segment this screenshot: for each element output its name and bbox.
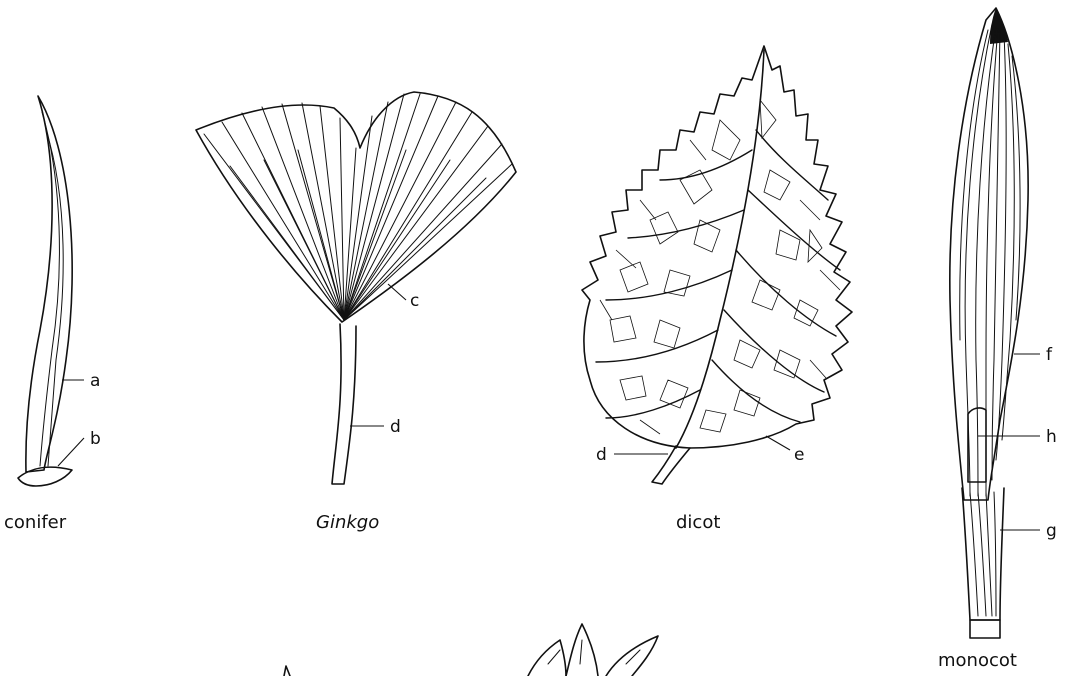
label-a: a bbox=[90, 371, 100, 391]
partial-leaf-bottom-center bbox=[528, 624, 658, 676]
label-b-leader bbox=[58, 438, 84, 466]
caption-conifer: conifer bbox=[4, 512, 67, 533]
dicot-leaf bbox=[582, 46, 852, 484]
label-e: e bbox=[794, 445, 804, 465]
label-c: c bbox=[410, 291, 419, 311]
caption-ginkgo: Ginkgo bbox=[316, 512, 379, 533]
label-e-leader bbox=[766, 436, 790, 450]
label-g: g bbox=[1046, 521, 1057, 541]
ginkgo-leaf bbox=[196, 92, 516, 484]
caption-dicot: dicot bbox=[676, 512, 720, 533]
label-d-dicot: d bbox=[596, 445, 607, 465]
label-f: f bbox=[1046, 345, 1053, 365]
caption-monocot: monocot bbox=[938, 650, 1017, 671]
monocot-leaf bbox=[950, 8, 1028, 638]
partial-leaf-bottom-left bbox=[284, 666, 290, 676]
label-c-leader bbox=[388, 284, 406, 300]
conifer-needle bbox=[18, 96, 72, 486]
label-d-ginkgo: d bbox=[390, 417, 401, 437]
label-h: h bbox=[1046, 427, 1057, 447]
label-b: b bbox=[90, 429, 101, 449]
